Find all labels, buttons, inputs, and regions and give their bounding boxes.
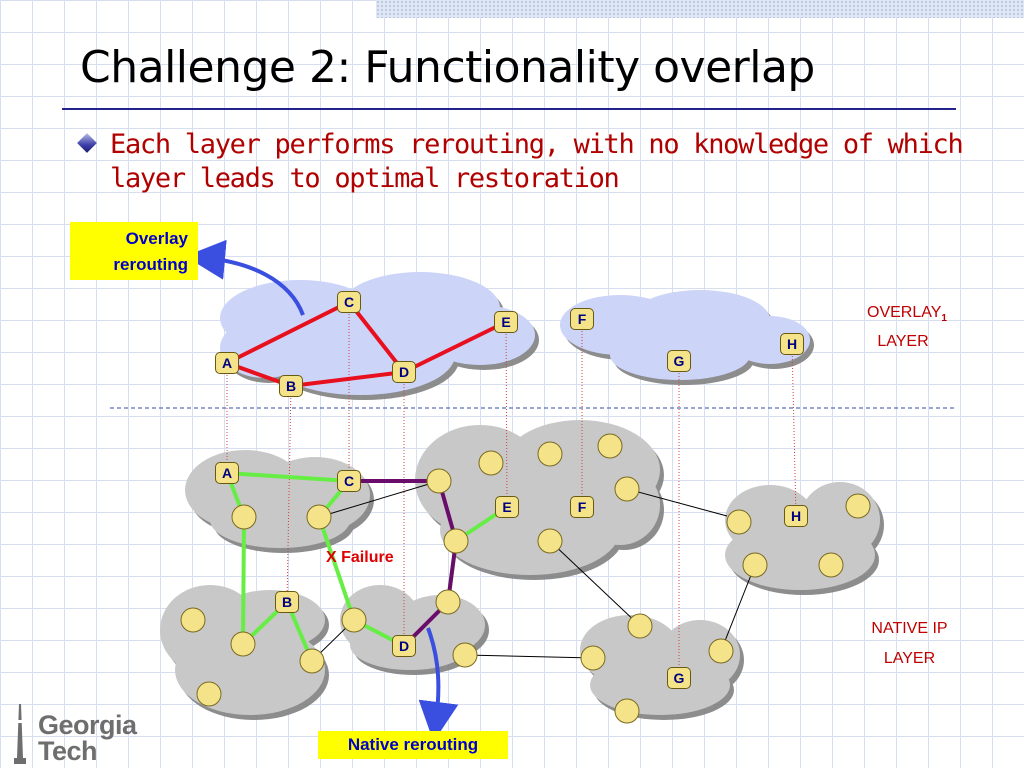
overlay-layer-line2: LAYER xyxy=(877,333,929,351)
overlay-layer-sub: 1 xyxy=(941,313,947,325)
overlay-node-e: E xyxy=(494,311,518,333)
overlay-node-h: H xyxy=(780,333,804,355)
native-node-a: A xyxy=(215,462,239,484)
native-layer-label: NATIVE IP LAYER xyxy=(852,620,967,668)
native-node-g: G xyxy=(667,667,691,689)
native-cloud-1 xyxy=(185,450,370,548)
overlay-node-a: A xyxy=(215,352,239,374)
native-node-e: E xyxy=(495,496,519,518)
bullet-text: Each layer performs rerouting, with no k… xyxy=(110,129,964,194)
failure-label: X Failure xyxy=(326,549,394,567)
overlay-node-d: D xyxy=(392,361,416,383)
overlay-reroute-arrow xyxy=(185,239,305,316)
failure-x-mark: X xyxy=(326,549,337,566)
top-decorative-band xyxy=(376,0,1024,18)
overlay-layer-line1: OVERLAY xyxy=(867,304,942,321)
failure-text: Failure xyxy=(341,549,394,566)
native-reroute-arrow xyxy=(418,627,459,742)
native-layer-line1: NATIVE IP xyxy=(871,620,948,637)
overlay-callout-line1: Overlay xyxy=(125,229,188,248)
title-underline xyxy=(62,108,956,110)
logo-line2: Tech xyxy=(38,736,98,766)
native-cloud-6 xyxy=(580,615,740,715)
native-node-d: D xyxy=(392,635,416,657)
overlay-node-c: C xyxy=(337,291,361,313)
native-rerouting-callout: Native rerouting xyxy=(318,731,508,759)
overlay-layer-label: OVERLAY1 LAYER xyxy=(852,304,962,351)
overlay-callout-line2: rerouting xyxy=(113,255,188,274)
native-layer-line2: LAYER xyxy=(883,650,936,667)
native-unlabeled-nodes xyxy=(180,433,871,724)
overlay-rerouting-callout: Overlay rerouting xyxy=(70,222,198,280)
mapping-lines xyxy=(226,302,797,678)
georgia-tech-logo: Georgia Tech xyxy=(10,700,160,768)
native-node-b: B xyxy=(275,591,299,613)
slide-title: Challenge 2: Functionality overlap xyxy=(80,42,815,93)
tower-icon xyxy=(14,704,26,764)
overlay-node-f: F xyxy=(570,308,594,330)
overlay-node-g: G xyxy=(667,350,691,372)
native-node-c: C xyxy=(337,470,361,492)
native-node-f: F xyxy=(570,496,594,518)
logo-line1: Georgia xyxy=(38,710,137,740)
native-node-h: H xyxy=(784,505,808,527)
overlay-node-b: B xyxy=(279,375,303,397)
